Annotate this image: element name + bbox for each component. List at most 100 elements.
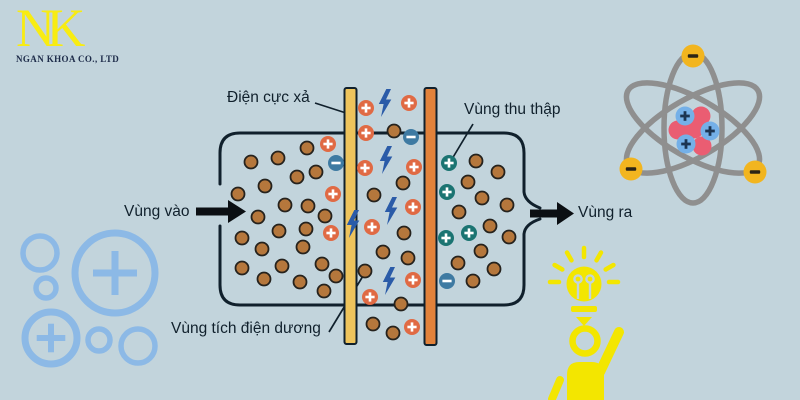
dust-particle <box>365 316 381 332</box>
electron <box>681 44 705 68</box>
lightning-bolts <box>346 89 398 295</box>
negative-ion <box>328 155 344 171</box>
lightning-bolt-icon <box>384 197 398 225</box>
dust-particles <box>230 123 517 341</box>
lightning-bolt-icon <box>346 210 360 238</box>
neutron <box>692 136 712 156</box>
lightning-bolt-icon <box>378 89 392 117</box>
lightbulb-rays <box>547 245 621 285</box>
positive-ion <box>323 225 339 241</box>
dust-particle <box>295 239 311 255</box>
decor-plus-circle <box>21 308 81 368</box>
electron <box>619 157 643 181</box>
dust-particle <box>357 263 373 279</box>
dust-particle <box>234 260 250 276</box>
dust-particle <box>277 197 293 213</box>
dust-particle <box>243 154 259 170</box>
dust-particle <box>451 204 467 220</box>
lightning-bolt-icon <box>379 146 393 174</box>
positive-ion <box>320 136 336 152</box>
label-outlet: Vùng ra <box>578 204 633 221</box>
dust-particle <box>250 209 266 225</box>
lightbulb-ray <box>603 262 616 272</box>
dust-particle <box>257 178 273 194</box>
positive-ion <box>364 219 380 235</box>
negative-ion <box>439 273 455 289</box>
dust-particle <box>292 274 308 290</box>
lightbulb-ray <box>594 250 604 263</box>
collected-positive-ion <box>439 184 455 200</box>
label-inlet: Vùng vào <box>124 203 190 220</box>
lightbulb-ray <box>552 262 565 272</box>
outlet-arrow <box>530 202 574 225</box>
discharge-electrode-bar <box>343 87 358 345</box>
collected-positive-ion <box>441 155 457 171</box>
ions <box>320 95 477 335</box>
decorative-circles <box>20 229 159 368</box>
idea-icon <box>547 245 624 400</box>
dust-particle <box>465 273 481 289</box>
dust-particle <box>314 256 330 272</box>
lightbulb-icon <box>547 245 621 326</box>
positive-ion <box>405 199 421 215</box>
dust-particle <box>299 140 315 156</box>
positive-ion <box>406 159 422 175</box>
atom-electrons <box>619 44 767 184</box>
dust-particle <box>396 225 412 241</box>
label-collection-zone: Vùng thu thập <box>464 101 561 118</box>
positive-ion <box>357 160 373 176</box>
dust-particle <box>468 153 484 169</box>
company-logo: NK NGAN KHOA CO., LTD <box>16 0 136 64</box>
dust-particle <box>300 198 316 214</box>
atom-illustration <box>619 44 767 206</box>
dust-particle <box>400 250 416 266</box>
inlet-arrow <box>196 200 246 223</box>
dust-particle <box>375 244 391 260</box>
positive-ion <box>358 100 374 116</box>
atom-nucleus <box>668 106 720 156</box>
dust-particle <box>274 258 290 274</box>
dust-particle <box>386 123 402 139</box>
collection-electrode-bar <box>423 87 438 346</box>
proton <box>675 106 695 126</box>
positive-ion <box>405 272 421 288</box>
lightbulb-ray <box>564 250 574 263</box>
dust-particle <box>254 241 270 257</box>
dust-particle <box>501 229 517 245</box>
label-discharge-electrode: Điện cực xả <box>227 89 310 106</box>
dust-particle <box>395 175 411 191</box>
logo-company-name: NGAN KHOA CO., LTD <box>16 53 120 64</box>
dust-particle <box>328 268 344 284</box>
person-icon <box>548 325 624 400</box>
logo-monogram: NK <box>16 0 85 58</box>
dust-particle <box>271 223 287 239</box>
decor-plus-circle <box>71 229 159 317</box>
dust-particle <box>490 164 506 180</box>
device-body-outline <box>218 131 542 307</box>
decor-circle <box>85 326 113 354</box>
label-positive-charge-zone: Vùng tích điện dương <box>171 320 321 337</box>
dust-particle <box>474 190 490 206</box>
dust-particle <box>317 208 333 224</box>
dust-particle <box>308 164 324 180</box>
negative-ion <box>403 129 419 145</box>
discharge-pointer-line <box>314 102 347 114</box>
positive-ion <box>362 289 378 305</box>
neutron <box>668 120 688 140</box>
dust-particle <box>270 150 286 166</box>
dust-particle <box>298 221 314 237</box>
decor-circle <box>118 326 158 366</box>
decor-circle <box>20 233 60 273</box>
dust-particle <box>450 255 466 271</box>
dust-particle <box>473 243 489 259</box>
collection-pointer-line <box>451 123 474 160</box>
dust-particle <box>366 187 382 203</box>
dust-particle <box>499 197 515 213</box>
dust-particle <box>393 296 409 312</box>
dust-particle <box>316 283 332 299</box>
dust-particle <box>230 186 246 202</box>
dust-particle <box>460 174 476 190</box>
dust-particle <box>234 230 250 246</box>
